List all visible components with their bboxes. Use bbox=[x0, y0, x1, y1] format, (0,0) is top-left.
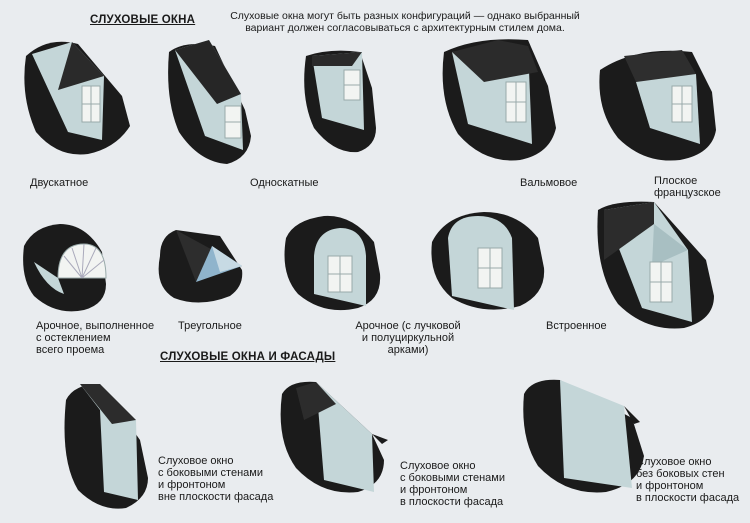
french-flat-dormer-illustration bbox=[599, 50, 716, 161]
label-builtin: Встроенное bbox=[546, 320, 607, 332]
arched-segment-dormer-illustration bbox=[284, 215, 381, 311]
facade-dormer-1-illustration bbox=[64, 384, 148, 509]
gable-dormer-illustration bbox=[24, 41, 131, 155]
hip-dormer-illustration bbox=[442, 39, 556, 161]
label-facade-2: Слуховое окно с боковыми стенами и фронт… bbox=[400, 460, 505, 508]
arched-dormer-2-illustration bbox=[431, 212, 545, 310]
triangular-dormer-illustration bbox=[158, 230, 243, 303]
shed-dormer-illustration bbox=[168, 40, 251, 164]
built-in-dormer-illustration bbox=[597, 201, 714, 329]
label-hip: Вальмовое bbox=[520, 177, 578, 189]
label-arched-segment: Арочное (с лучковой и полуциркульной арк… bbox=[355, 320, 461, 356]
section-heading-dormers: СЛУХОВЫЕ ОКНА bbox=[90, 14, 196, 26]
label-gable: Двускатное bbox=[30, 177, 89, 189]
facade-dormer-3-illustration bbox=[523, 379, 644, 493]
label-shed: Односкатные bbox=[250, 177, 319, 189]
label-french: Плоское французское bbox=[654, 175, 721, 199]
shed-dormer-2-illustration bbox=[304, 50, 376, 153]
facade-dormer-2-illustration bbox=[280, 381, 388, 493]
intro-text: Слуховые окна могут быть разных конфигур… bbox=[230, 10, 580, 34]
label-facade-3: Слуховое окно без боковых стен и фронтон… bbox=[636, 456, 740, 504]
arched-glazed-dormer-illustration bbox=[23, 224, 107, 312]
section-heading-facades: СЛУХОВЫЕ ОКНА И ФАСАДЫ bbox=[160, 351, 336, 363]
label-arched-glazed: Арочное, выполненное с остеклением всего… bbox=[36, 320, 155, 356]
label-triangular: Треугольное bbox=[178, 320, 242, 332]
label-facade-1: Слуховое окно с боковыми стенами и фронт… bbox=[158, 455, 274, 503]
